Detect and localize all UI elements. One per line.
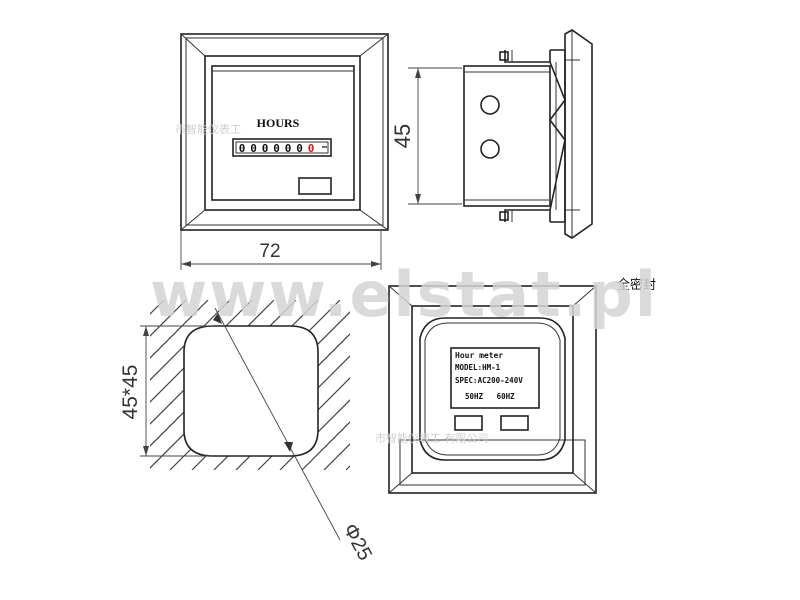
counter-digit: 0 (296, 142, 303, 155)
hours-label: HOURS (257, 116, 300, 130)
label-freq: 50HZ 60HZ (465, 392, 515, 401)
front-bezel-inner (204, 55, 361, 211)
diameter-leader (214, 307, 341, 541)
counter-digit: 0 (262, 142, 269, 155)
label-model: MODEL:HM-1 (455, 363, 501, 372)
panel-cutout (183, 325, 319, 457)
side-body (463, 65, 551, 207)
front-bezel-outer (180, 33, 389, 231)
back-housing (419, 317, 566, 461)
back-view: Hour meter MODEL:HM-1 SPEC:AC200-240V 50… (388, 285, 597, 494)
back-label (450, 347, 540, 409)
terminal-screw-2 (480, 139, 500, 159)
faint-text-2: 市智能仪表工 有限公司 (375, 431, 489, 445)
back-bezel-outer (388, 285, 597, 494)
side-view: 45 (390, 29, 593, 239)
counter-digit: 0 (285, 142, 292, 155)
faint-text: 市智能仪表工 (175, 122, 241, 136)
counter-digit: 0 (308, 142, 315, 155)
width-dimension: 72 (259, 241, 280, 262)
back-terminal-1 (454, 415, 483, 431)
counter-digit: 0 (273, 142, 280, 155)
front-window (211, 65, 355, 201)
side-bezel (564, 29, 593, 239)
counter-digit: 0 (239, 142, 246, 155)
terminal-screw-1 (480, 95, 500, 115)
diameter-dimension: Φ25 (339, 520, 376, 564)
back-bezel-inner (411, 305, 574, 474)
hour-counter (232, 138, 332, 157)
hatch-line (0, 300, 120, 470)
seal-note: 全密封 (617, 277, 656, 293)
label-spec: SPEC:AC200-240V (455, 376, 523, 385)
hatch-line (150, 300, 209, 470)
back-terminal-2 (500, 415, 529, 431)
cutout-dimension: 45*45 (119, 365, 142, 420)
counter-digit: 0 (250, 142, 257, 155)
label-title: Hour meter (455, 351, 503, 360)
watermark: www.elstat.pl (150, 258, 658, 331)
hatch-line (150, 300, 187, 470)
hatch-line (301, 300, 350, 470)
height-dimension: 45 (390, 124, 415, 148)
reset-button (298, 177, 332, 195)
